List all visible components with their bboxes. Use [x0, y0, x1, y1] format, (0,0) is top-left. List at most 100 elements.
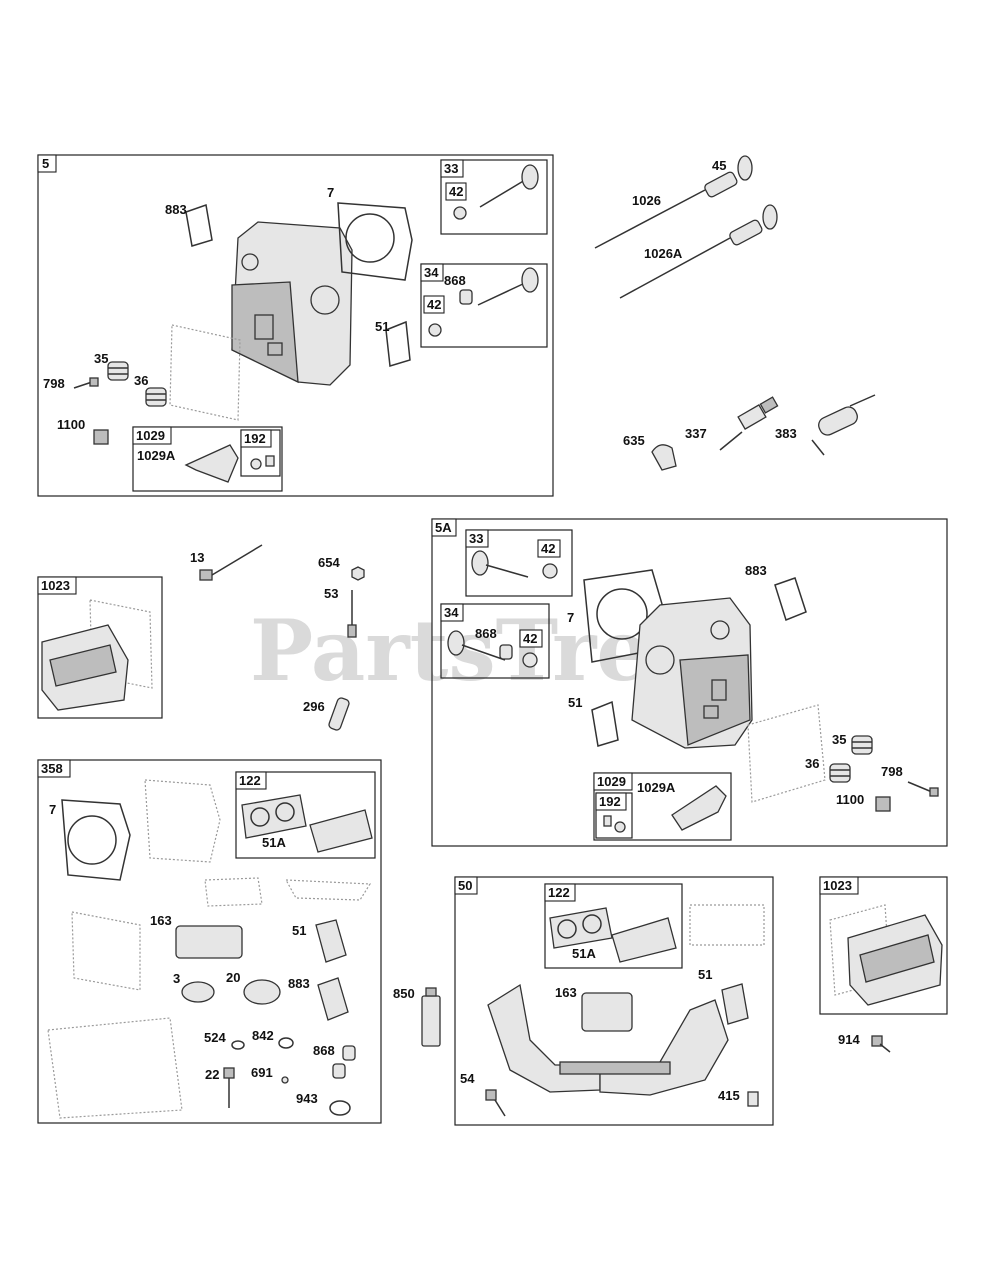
valve-33b-part[interactable]: [471, 550, 529, 578]
gasket-883-part[interactable]: [185, 203, 213, 247]
box-1029b-tag: [593, 772, 633, 791]
box-50-tag: [454, 876, 478, 895]
valve-1026A-part[interactable]: [619, 204, 778, 299]
label-51d: 51: [698, 967, 712, 982]
label-842: 842: [252, 1028, 274, 1043]
box-33b-label[interactable]: 33: [469, 531, 483, 546]
tester-383-part[interactable]: [811, 394, 876, 456]
box-33-frame: [440, 159, 548, 235]
rocker-arm-1029A-part[interactable]: [184, 444, 239, 483]
bolt-914-part[interactable]: [871, 1035, 891, 1053]
head-gasket-part[interactable]: [337, 202, 413, 281]
box-5-frame: [37, 154, 554, 497]
valve-33-part[interactable]: [479, 164, 539, 208]
gasket-51Aa-part[interactable]: [309, 809, 373, 853]
box-122b-label[interactable]: 122: [548, 885, 570, 900]
gasket-51c-part[interactable]: [315, 919, 347, 963]
stud-53-part[interactable]: [347, 590, 357, 638]
gasket-883c-part[interactable]: [317, 977, 349, 1021]
label-51: 51: [375, 319, 389, 334]
label-798b: 798: [881, 764, 903, 779]
boot-635-part[interactable]: [651, 444, 677, 471]
screw-54-part[interactable]: [485, 1089, 506, 1117]
box-34-label[interactable]: 34: [424, 265, 439, 280]
label-3: 3: [173, 971, 180, 986]
screw-192-part[interactable]: [265, 455, 275, 467]
seal-868c-part[interactable]: [342, 1045, 356, 1061]
ring-943-part[interactable]: [329, 1100, 351, 1116]
label-7: 7: [327, 185, 334, 200]
cylinder-head-5A-part[interactable]: [631, 597, 753, 749]
gasket-51b-part[interactable]: [591, 700, 619, 747]
screw-192b-part[interactable]: [603, 815, 612, 827]
gasket-883b-part[interactable]: [774, 577, 807, 621]
gasket-51d-part[interactable]: [721, 983, 749, 1025]
guide-296-part[interactable]: [328, 697, 350, 731]
exhaust-manifold-part[interactable]: [487, 983, 729, 1096]
seal-868-part[interactable]: [459, 289, 473, 305]
box-42-label[interactable]: 42: [449, 184, 463, 199]
gasket-ghost-2: [204, 877, 263, 907]
box-50-label[interactable]: 50: [458, 878, 472, 893]
gasket-122a-part[interactable]: [241, 794, 307, 839]
label-883c: 883: [288, 976, 310, 991]
keeper-42d-part[interactable]: [522, 652, 538, 668]
nut-192-part[interactable]: [250, 458, 262, 470]
label-36: 36: [134, 373, 148, 388]
head-gasket-7c-part[interactable]: [61, 799, 131, 881]
spring-35b-part[interactable]: [851, 735, 873, 755]
box-42b-label[interactable]: 42: [427, 297, 441, 312]
box-33-label[interactable]: 33: [444, 161, 458, 176]
box-1029b-label[interactable]: 1029: [597, 774, 626, 789]
gasket-51Ab-part[interactable]: [611, 917, 677, 963]
sealant-850-part[interactable]: [421, 987, 441, 1047]
box-192-label[interactable]: 192: [244, 431, 266, 446]
seal-3-part[interactable]: [181, 981, 215, 1003]
box-34b-label[interactable]: 34: [444, 605, 459, 620]
valve-34-part[interactable]: [477, 267, 539, 306]
spring-35-part[interactable]: [107, 361, 129, 381]
spring-36b-part[interactable]: [829, 763, 851, 783]
box-1023-label[interactable]: 1023: [41, 578, 70, 593]
seal-868b-part[interactable]: [499, 644, 513, 660]
gasket-122b-part[interactable]: [549, 907, 613, 949]
keeper-42b-part[interactable]: [428, 323, 442, 337]
gasket-163a-part[interactable]: [175, 925, 243, 959]
box-42d-label[interactable]: 42: [523, 631, 537, 646]
box-122a-tag: [235, 771, 267, 790]
rocker-arm-1029Ab-part[interactable]: [671, 785, 727, 831]
nut-654-part[interactable]: [351, 566, 365, 581]
gasket-163b-part[interactable]: [581, 992, 633, 1032]
valve-45-part[interactable]: [594, 155, 753, 249]
group-5: 5 33 42: [37, 154, 554, 497]
box-5-label[interactable]: 5: [42, 156, 49, 171]
box-1023b-label[interactable]: 1023: [823, 878, 852, 893]
ring-524-part[interactable]: [231, 1040, 245, 1050]
cylinder-head-part[interactable]: [231, 221, 353, 386]
bolt-798-part[interactable]: [73, 377, 99, 389]
spring-36-part[interactable]: [145, 387, 167, 407]
keeper-42c-part[interactable]: [542, 563, 558, 579]
nut-192b-part[interactable]: [614, 821, 626, 833]
part-1100b[interactable]: [875, 796, 891, 812]
ring-842-part[interactable]: [278, 1037, 294, 1049]
bolt-798b-part[interactable]: [907, 781, 939, 797]
box-122a-label[interactable]: 122: [239, 773, 261, 788]
box-1023b-tag: [819, 876, 859, 895]
seal-868d-part[interactable]: [332, 1063, 346, 1079]
part-1100[interactable]: [93, 429, 109, 445]
seal-20-part[interactable]: [243, 979, 281, 1005]
bolt-22-part[interactable]: [223, 1067, 235, 1108]
bolt-13-part[interactable]: [199, 544, 263, 581]
ring-691-part[interactable]: [281, 1076, 289, 1084]
box-5A-label[interactable]: 5A: [435, 520, 452, 535]
box-42c-label[interactable]: 42: [541, 541, 555, 556]
valve-34b-part[interactable]: [447, 630, 506, 661]
plug-415-part[interactable]: [747, 1091, 759, 1107]
box-192b-label[interactable]: 192: [599, 794, 621, 809]
box-358-label[interactable]: 358: [41, 761, 63, 776]
spark-plug-337-part[interactable]: [719, 396, 779, 451]
box-1029-label[interactable]: 1029: [136, 428, 165, 443]
gasket-51-part[interactable]: [385, 320, 411, 367]
keeper-42-part[interactable]: [453, 206, 467, 220]
